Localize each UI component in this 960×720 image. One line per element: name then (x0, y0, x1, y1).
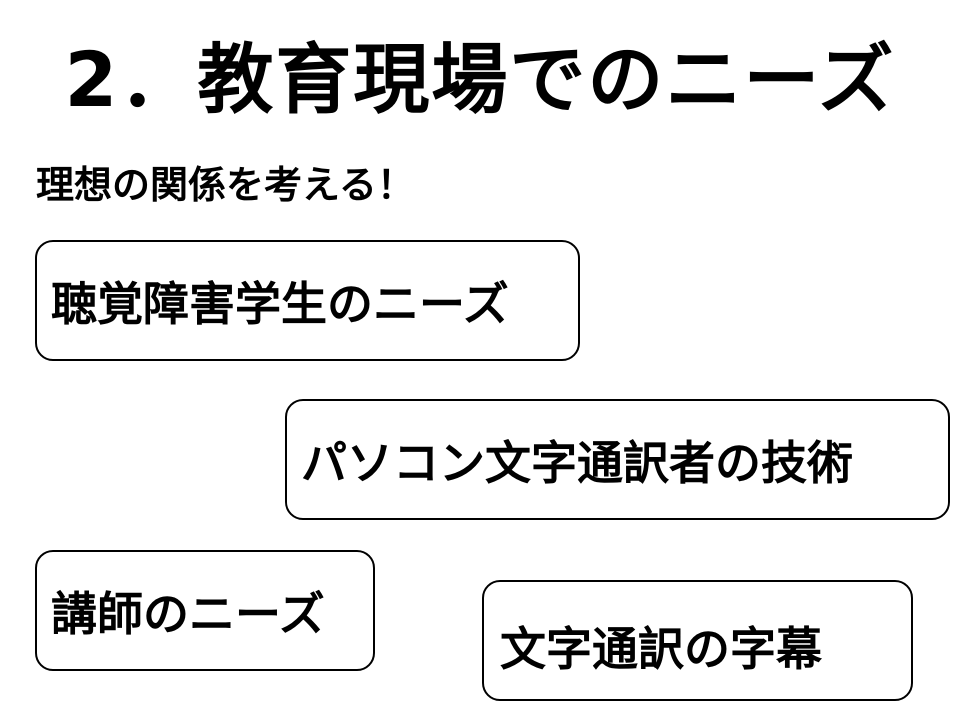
box-label: 文字通訳の字幕 (500, 621, 822, 676)
box-captioner-skills: パソコン文字通訳者の技術 (285, 399, 950, 520)
box-captions: 文字通訳の字幕 (482, 580, 913, 701)
slide-title: 2．教育現場でのニーズ (64, 35, 896, 124)
box-label: 聴覚障害学生のニーズ (51, 276, 509, 331)
box-label: パソコン文字通訳者の技術 (301, 435, 853, 490)
slide-subtitle: 理想の関係を考える！ (36, 163, 415, 207)
box-student-needs: 聴覚障害学生のニーズ (35, 240, 580, 361)
box-lecturer-needs: 講師のニーズ (35, 550, 375, 671)
box-label: 講師のニーズ (51, 586, 325, 641)
